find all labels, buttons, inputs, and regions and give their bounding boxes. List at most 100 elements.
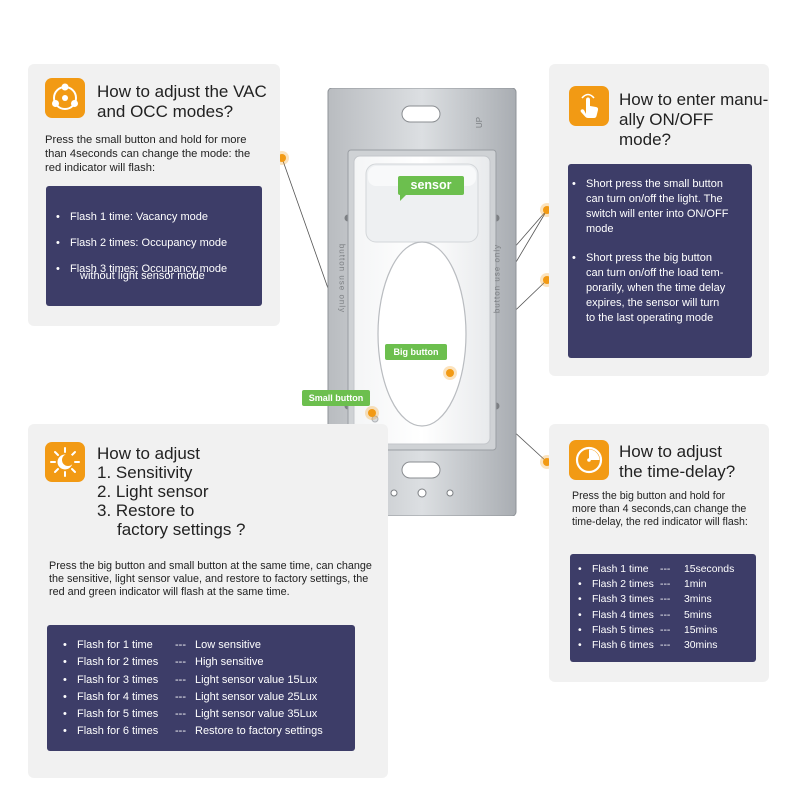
- flash-count: Flash for 5 times: [77, 708, 159, 721]
- bullet-icon: •: [578, 624, 582, 636]
- separator: ---: [660, 624, 671, 636]
- flash-result: 3mins: [684, 594, 712, 606]
- bullet-icon: •: [578, 579, 582, 591]
- list-item: • Flash for 5 times --- Light sensor value …: [63, 706, 357, 723]
- separator: ---: [175, 708, 186, 721]
- connector-dot-manual-2: [543, 276, 551, 284]
- time-delay-title-line2: the time-delay?: [619, 462, 736, 481]
- manual-item-2-line2: can turn on/off the load tem-: [586, 267, 724, 279]
- separator: ---: [175, 673, 186, 686]
- list-item: • Flash 5 times --- 15mins: [578, 623, 752, 638]
- separator: ---: [660, 639, 671, 651]
- flash-result: 30mins: [684, 639, 718, 651]
- up-label: UP: [475, 116, 485, 129]
- small-button-label: Small button: [302, 390, 370, 406]
- sensitivity-flash-list: • Flash for 1 time --- Low sensitive • Flash …: [63, 637, 357, 741]
- flash-result: 5mins: [684, 609, 712, 621]
- manual-mode-box: Short press the small button can turn on…: [568, 164, 752, 358]
- bullet-icon: •: [63, 708, 67, 721]
- separator: ---: [175, 656, 186, 669]
- manual-item-1-line2: can turn on/off the light. The: [586, 193, 723, 205]
- list-item: • Flash for 6 times --- Restore to factory …: [63, 723, 357, 740]
- sensitivity-title-line3: 2. Light sensor: [97, 482, 209, 501]
- vac-occ-flash-box: Flash 1 time: Vacancy mode Flash 2 times…: [46, 186, 262, 306]
- manual-item-2-line4: expires, the sensor will turn: [586, 297, 720, 309]
- bullet-icon: •: [63, 673, 67, 686]
- plate-text-right: button use only: [492, 243, 502, 314]
- sensor-label-text: sensor: [410, 178, 452, 192]
- sensitivity-description: Press the big button and small button at…: [49, 560, 372, 599]
- time-delay-title-line1: How to adjust: [619, 442, 722, 461]
- small-button-label-text: Small button: [308, 393, 364, 403]
- list-item: • Flash for 3 times --- Light sensor value …: [63, 672, 357, 689]
- separator: ---: [660, 594, 671, 606]
- list-item: • Flash for 2 times --- High sensitive: [63, 654, 357, 671]
- flash-result: Light sensor value 15Lux: [195, 673, 318, 686]
- list-item: Flash 2 times: Occupancy mode: [56, 230, 227, 256]
- manual-mode-title-line2: ally ON/OFF mode?: [619, 110, 714, 149]
- time-delay-flash-list: •Flash 1 time---15seconds•Flash 2 times-…: [578, 562, 752, 653]
- separator: ---: [175, 725, 186, 738]
- bullet-icon: •: [63, 656, 67, 669]
- connector-dot-vac: [278, 154, 286, 162]
- flash-result: Light sensor value 35Lux: [195, 708, 318, 721]
- list-item: • Flash 3 times --- 3mins: [578, 592, 752, 607]
- connector-dot-small-button: [368, 409, 376, 417]
- manual-mode-title-line1: How to enter manu-: [619, 90, 769, 109]
- list-item: •Flash for 1 time---Low sensitive: [63, 637, 357, 654]
- big-button-label-text: Big button: [393, 347, 439, 357]
- list-item: Flash 3 times: Occupancy mode: [56, 262, 227, 276]
- flash-count: Flash 1 time: [592, 564, 649, 575]
- bullet-icon: •: [578, 594, 582, 606]
- sensitivity-title: How to adjust 1. Sensitivity 2. Light se…: [97, 444, 297, 539]
- list-item: Short press the small button can turn on…: [572, 177, 748, 237]
- flash-count: Flash 2 times: [592, 579, 654, 591]
- bullet-icon: •: [578, 639, 582, 651]
- manual-mode-title: How to enter manu- ally ON/OFF mode?: [619, 90, 769, 150]
- separator: ---: [175, 690, 186, 703]
- sensitivity-title-line5: factory settings ?: [117, 520, 246, 539]
- list-item: •Flash 2 times---1min: [578, 577, 752, 592]
- flash-count: Flash for 6 times: [77, 725, 159, 738]
- sensitivity-title-line2: 1. Sensitivity: [97, 463, 193, 482]
- flash-count: Flash 5 times: [592, 624, 654, 636]
- vac-occ-title-line1: How to adjust the VAC: [97, 82, 267, 101]
- network-nodes-icon: [45, 78, 85, 118]
- time-delay-flash-box: •Flash 1 time---15seconds•Flash 2 times-…: [570, 554, 756, 662]
- manual-item-2-line5: to the last operating mode: [586, 312, 714, 324]
- manual-item-2-line3: porarily, when the time delay: [586, 282, 726, 294]
- time-delay-title: How to adjust the time-delay?: [619, 442, 769, 482]
- list-item-continuation: without light sensor mode: [80, 270, 205, 282]
- flash-count: Flash for 2 times: [77, 656, 159, 669]
- clock-pie-icon: [569, 440, 609, 480]
- flash-count: Flash for 1 time: [77, 639, 153, 651]
- sun-moon-icon: [45, 442, 85, 482]
- separator: ---: [660, 564, 671, 575]
- sensitivity-title-line4: 3. Restore to: [97, 501, 195, 520]
- list-item: Short press the big button can turn on/o…: [572, 251, 748, 326]
- plate-text-left: button use only: [337, 243, 347, 314]
- flash-count: Flash for 4 times: [77, 690, 159, 703]
- list-item: •Flash 4 times---5mins: [578, 608, 752, 623]
- vac-occ-description: Press the small button and hold for more…: [45, 134, 251, 174]
- flash-result: 15mins: [684, 624, 718, 636]
- separator: ---: [660, 609, 671, 621]
- bullet-icon: •: [63, 725, 67, 738]
- flash-result: Low sensitive: [195, 639, 262, 651]
- bullet-icon: •: [578, 609, 582, 621]
- bullet-icon: •: [578, 564, 582, 575]
- sensitivity-title-line1: How to adjust: [97, 444, 200, 463]
- list-item: Flash 1 time: Vacancy mode: [56, 204, 227, 230]
- vac-occ-title-line2: and OCC modes?: [97, 102, 234, 121]
- flash-count: Flash for 3 times: [77, 673, 159, 686]
- manual-item-1-line4: mode: [586, 223, 614, 235]
- flash-result: 15seconds: [684, 564, 735, 575]
- flash-count: Flash 3 times: [592, 594, 654, 606]
- sensitivity-flash-box: • Flash for 1 time --- Low sensitive • Flash …: [47, 625, 355, 751]
- list-item: •Flash for 4 times---Light sensor value …: [63, 689, 357, 706]
- flash-result: 1min: [684, 579, 707, 591]
- flash-result: High sensitive: [195, 656, 264, 669]
- bullet-icon: •: [63, 639, 67, 651]
- flash-result: Restore to factory settings: [195, 725, 323, 738]
- vac-occ-title: How to adjust the VAC and OCC modes?: [97, 82, 277, 122]
